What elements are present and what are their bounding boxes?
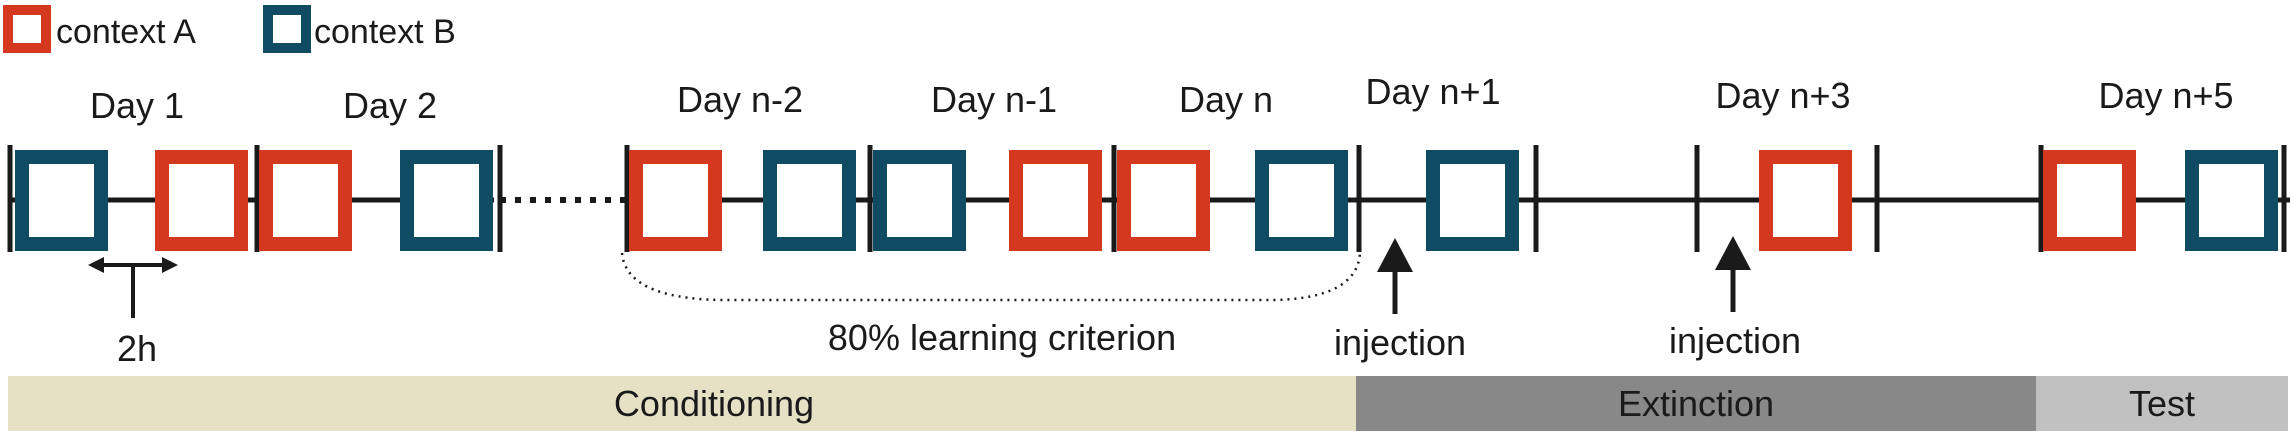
session-box-dayn-1 [1117, 150, 1210, 251]
day-label-1: Day 1 [90, 85, 184, 126]
session-box-dayn-1-2 [1009, 150, 1102, 251]
phase-test-label: Test [2129, 383, 2195, 424]
session-box-dayn-2 [1255, 150, 1348, 251]
legend-context-b-label: context B [314, 13, 456, 51]
session-box-dayn-2-2 [763, 150, 856, 251]
interval-label: 2h [117, 328, 157, 369]
criterion-bracket [620, 252, 1362, 302]
day-label-2: Day 2 [343, 85, 437, 126]
legend-context-a-label: context A [56, 13, 196, 51]
session-box-dayn+5-1 [2043, 150, 2136, 251]
phase-bar: Conditioning Extinction Test [8, 376, 2288, 431]
arrow-head-left-icon [88, 257, 104, 273]
phase-extinction-bar [1356, 376, 2036, 431]
legend: context A context B [3, 5, 456, 53]
injection-arrow-icon [1377, 238, 1413, 272]
day-label-n-plus-3: Day n+3 [1715, 75, 1850, 116]
session-box-dayn-1-1 [873, 150, 966, 251]
session-boxes [15, 150, 2278, 251]
session-box-day1-1 [15, 150, 108, 251]
day-label-n-plus-5: Day n+5 [2098, 75, 2233, 116]
day-label-n-minus-2: Day n-2 [677, 79, 803, 120]
injection-marker-2: injection [1669, 236, 1801, 361]
phase-extinction-label: Extinction [1618, 383, 1774, 424]
day-label-n: Day n [1179, 79, 1273, 120]
injection-label-1: injection [1334, 322, 1466, 363]
session-box-day1-2 [155, 150, 248, 251]
interval-marker [88, 257, 178, 318]
injection-label-2: injection [1669, 320, 1801, 361]
legend-context-a-swatch [3, 5, 51, 53]
phase-conditioning-bar [8, 376, 1356, 431]
injection-arrow-icon [1715, 236, 1751, 270]
session-box-dayn-2-1 [629, 150, 722, 251]
session-box-dayn+3 [1759, 150, 1852, 251]
day-label-n-plus-1: Day n+1 [1365, 71, 1500, 112]
arrow-head-right-icon [162, 257, 178, 273]
session-box-day2-1 [259, 150, 352, 251]
session-box-day2-2 [400, 150, 493, 251]
phase-conditioning-label: Conditioning [614, 383, 814, 424]
session-box-dayn+1 [1426, 150, 1519, 251]
criterion-label: 80% learning criterion [828, 317, 1176, 358]
session-box-dayn+5-2 [2185, 150, 2278, 251]
legend-context-b-swatch [263, 5, 311, 53]
day-label-n-minus-1: Day n-1 [931, 79, 1057, 120]
day-labels: Day 1 Day 2 Day n-2 Day n-1 Day n Day n+… [90, 71, 2234, 126]
injection-marker-1: injection [1334, 238, 1466, 363]
phase-test-bar [2036, 376, 2288, 431]
